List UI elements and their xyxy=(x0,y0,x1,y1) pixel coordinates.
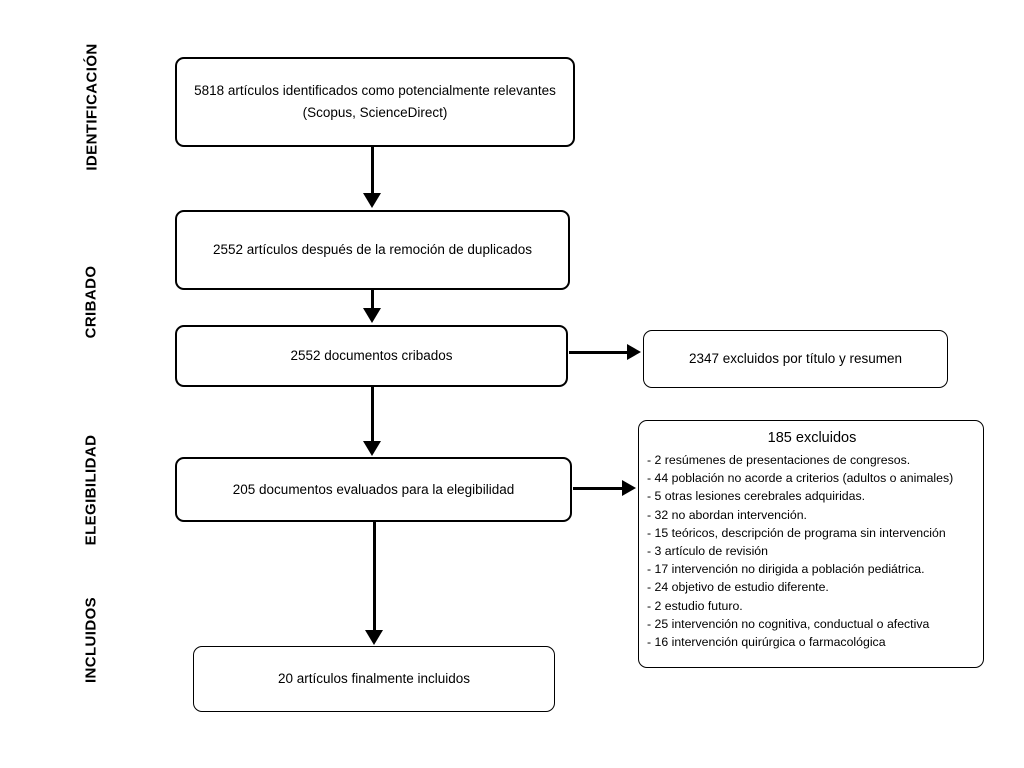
box-excluded-title-abstract-text: 2347 excluidos por título y resumen xyxy=(688,351,903,366)
exclusion-reason-item: - 2 resúmenes de presentaciones de congr… xyxy=(647,453,911,467)
arrow-line-deduplicated-to-screened xyxy=(371,290,374,308)
arrow-line-assessed-to-included xyxy=(373,521,376,630)
box-identified-sources: (Scopus, ScienceDirect) xyxy=(302,105,448,120)
exclusion-reason-item: - 3 artículo de revisión xyxy=(647,544,768,559)
box-included-final: 20 artículos finalmente incluidos xyxy=(193,646,555,712)
box-identified-text: 5818 artículos identificados como potenc… xyxy=(194,83,556,98)
arrow-head-identified-to-deduplicated xyxy=(363,193,381,208)
exclusion-reason-item: - 2 estudio futuro. xyxy=(647,598,743,613)
box-deduplicated: 2552 artículos después de la remoción de… xyxy=(175,210,570,290)
box-screened-text: 2552 documentos cribados xyxy=(290,348,453,363)
box-assessed-text: 205 documentos evaluados para la elegibi… xyxy=(232,481,515,497)
exclusion-reason-item: - 16 intervención quirúrgica o farmacoló… xyxy=(647,635,886,650)
box-excluded-eligibility-title: 185 excluidos xyxy=(767,430,857,446)
exclusion-reason-item: - 15 teóricos, descripción de programa s… xyxy=(647,525,946,540)
arrow-head-assessed-to-included xyxy=(365,630,383,645)
exclusion-reason-item: - 44 población no acorde a criterios (ad… xyxy=(647,471,954,486)
arrow-line-screened-to-excluded xyxy=(569,351,627,354)
arrow-line-assessed-to-excluded185 xyxy=(573,487,623,490)
stage-label-eligibility: ELEGIBILIDAD xyxy=(82,434,100,546)
box-identified: 5818 artículos identificados como potenc… xyxy=(175,57,575,147)
box-included-final-text: 20 artículos finalmente incluidos xyxy=(277,671,471,686)
exclusion-reason-item: - 24 objetivo de estudio diferente. xyxy=(647,580,829,595)
arrow-head-assessed-to-excluded185 xyxy=(622,480,636,496)
exclusion-reason-item: - 32 no abordan intervención. xyxy=(647,507,807,522)
arrow-head-deduplicated-to-screened xyxy=(363,308,381,323)
stage-label-identification: IDENTIFICACIÓN xyxy=(83,43,101,171)
box-excluded-eligibility: 185 excluidos - 2 resúmenes de presentac… xyxy=(638,420,984,668)
box-excluded-title-abstract: 2347 excluidos por título y resumen xyxy=(643,330,948,388)
exclusion-reason-item: - 25 intervención no cognitiva, conductu… xyxy=(647,616,930,631)
arrow-head-screened-to-assessed xyxy=(363,441,381,456)
exclusion-reason-item: - 5 otras lesiones cerebrales adquiridas… xyxy=(647,489,866,504)
box-assessed: 205 documentos evaluados para la elegibi… xyxy=(175,457,572,522)
box-deduplicated-text: 2552 artículos después de la remoción de… xyxy=(213,242,532,257)
arrow-head-screened-to-excluded xyxy=(627,344,641,360)
stage-label-included: INCLUIDOS xyxy=(82,596,100,684)
arrow-line-identified-to-deduplicated xyxy=(371,147,374,193)
arrow-line-screened-to-assessed xyxy=(371,387,374,441)
stage-label-screening: CRIBADO xyxy=(82,265,100,339)
exclusion-reason-item: - 17 intervención no dirigida a població… xyxy=(647,562,925,577)
box-screened: 2552 documentos cribados xyxy=(175,325,568,387)
